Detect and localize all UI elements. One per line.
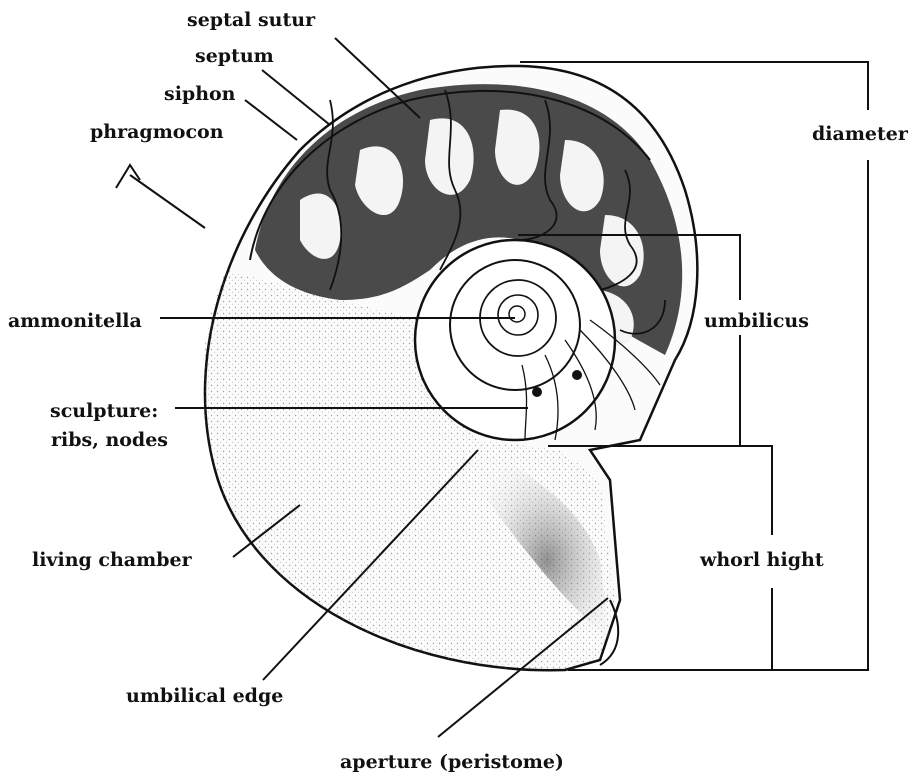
label-diameter: diameter: [812, 123, 909, 145]
label-septum: septum: [195, 45, 274, 67]
label-living-chamber: living chamber: [32, 549, 193, 571]
label-whorl-hight: whorl hight: [699, 549, 824, 571]
label-umbilicus: umbilicus: [704, 310, 809, 332]
label-umbilical-edge: umbilical edge: [126, 685, 283, 707]
label-sculpture: sculpture:: [50, 400, 158, 422]
label-ammonitella: ammonitella: [8, 310, 142, 332]
label-phragmocon: phragmocon: [90, 121, 224, 143]
label-ribs-nodes: ribs, nodes: [51, 429, 168, 451]
label-aperture: aperture (peristome): [340, 751, 564, 773]
label-siphon: siphon: [164, 83, 236, 105]
label-septal-sutur: septal sutur: [187, 9, 316, 31]
